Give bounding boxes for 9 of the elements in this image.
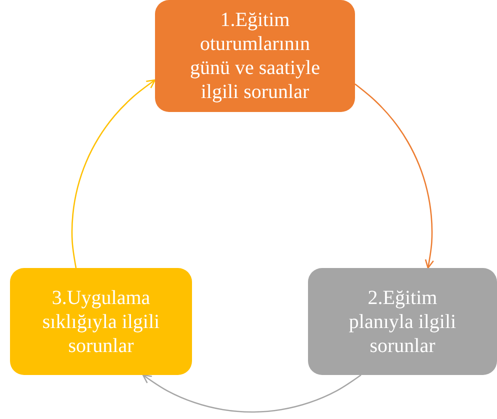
rounded-box	[308, 268, 497, 375]
rounded-box	[155, 0, 355, 112]
box-label: 1.Eğitim oturumlarının günü ve saatiyle ilgili sorunlar	[189, 8, 321, 104]
rounded-box	[10, 268, 192, 375]
box-label: 3.Uygulama sıklığıyla ilgili sorunlar	[41, 286, 161, 358]
box-label: 2.Eğitim planıyla ilgili sorunlar	[348, 286, 458, 358]
curved-arrow	[71, 79, 156, 268]
curved-arrow	[354, 83, 434, 269]
curved-arrow	[142, 374, 362, 413]
